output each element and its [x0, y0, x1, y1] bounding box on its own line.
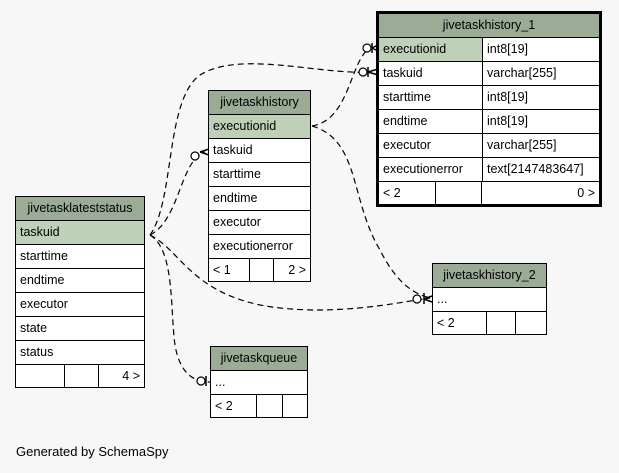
rel-latest-to-history2	[149, 234, 431, 311]
table-row: executor	[16, 293, 144, 317]
table-jivetaskqueue[interactable]: jivetaskqueue ... < 2	[210, 346, 308, 418]
table-jivetaskhistory[interactable]: jivetaskhistory executionid taskuid star…	[208, 90, 311, 282]
column-name: endtime	[20, 273, 65, 287]
parents-count	[16, 365, 65, 387]
children-count: 4 >	[122, 369, 140, 383]
table-footer: < 1 2 >	[209, 259, 310, 281]
crowfoot-circle	[412, 294, 422, 304]
table-row: taskuid varchar[255]	[379, 62, 599, 86]
children-count: 2 >	[288, 263, 306, 277]
crowfoot-mark	[199, 148, 210, 156]
table-footer: < 2	[433, 312, 546, 334]
column-type: int8[19]	[487, 114, 529, 128]
parents-count: < 2	[211, 395, 257, 417]
table-row: state	[16, 317, 144, 341]
table-row: starttime int8[19]	[379, 86, 599, 110]
table-row: endtime	[16, 269, 144, 293]
table-title[interactable]: jivetaskhistory	[209, 91, 310, 115]
generated-by-label: Generated by SchemaSpy	[16, 444, 169, 459]
table-row: endtime int8[19]	[379, 110, 599, 134]
column-name: executionid	[213, 119, 277, 133]
table-row: executor	[209, 211, 310, 235]
children-count	[516, 312, 546, 334]
parents-count: < 1	[209, 259, 250, 281]
column-type: int8[19]	[487, 90, 529, 104]
table-row: ...	[433, 288, 546, 312]
column-type: int8[19]	[483, 38, 599, 61]
children-count: 0 >	[577, 186, 595, 200]
footer-blank	[487, 312, 516, 334]
rel-latest-to-history	[149, 151, 206, 236]
table-row: executionerror text[2147483647]	[379, 158, 599, 182]
rel-history-to-history1	[311, 47, 371, 127]
table-jivetaskhistory-2[interactable]: jivetaskhistory_2 ... < 2	[432, 263, 547, 335]
table-row: executionid int8[19]	[379, 38, 599, 62]
column-name: executor	[213, 215, 261, 229]
crowfoot-circle	[196, 376, 206, 386]
column-name: state	[20, 321, 48, 335]
children-count	[283, 395, 307, 417]
table-footer: 4 >	[16, 365, 144, 387]
footer-blank	[436, 182, 482, 204]
footer-blank	[65, 365, 99, 387]
table-title[interactable]: jivetaskhistory_1	[379, 14, 599, 38]
table-jivetasklateststatus[interactable]: jivetasklateststatus taskuid starttime e…	[15, 196, 145, 388]
table-footer: < 2 0 >	[379, 182, 599, 204]
table-row: taskuid	[16, 221, 144, 245]
column-name: taskuid	[213, 143, 253, 157]
column-type: varchar[255]	[487, 66, 557, 80]
column-name: executionid	[379, 38, 483, 61]
table-title[interactable]: jivetaskhistory_2	[433, 264, 546, 288]
column-name: taskuid	[20, 225, 60, 239]
table-title[interactable]: jivetasklateststatus	[16, 197, 144, 221]
crowfoot-circle	[190, 151, 200, 161]
table-row: endtime	[209, 187, 310, 211]
parents-count: < 2	[379, 182, 436, 204]
column-name: executionerror	[379, 158, 483, 181]
rel-latest-to-queue	[149, 234, 211, 383]
table-row: executionerror	[209, 235, 310, 259]
column-name: executor	[379, 134, 483, 157]
table-row: executionid	[209, 115, 310, 139]
column-type: varchar[255]	[487, 138, 557, 152]
crowfoot-circle	[358, 67, 368, 77]
column-name: endtime	[379, 110, 483, 133]
column-name: starttime	[213, 167, 261, 181]
column-name: ...	[437, 292, 448, 306]
column-name: endtime	[213, 191, 258, 205]
footer-blank	[250, 259, 274, 281]
table-row: starttime	[16, 245, 144, 269]
table-row: ...	[211, 371, 307, 395]
column-name: status	[20, 345, 54, 359]
column-name: starttime	[20, 249, 68, 263]
table-row: taskuid	[209, 139, 310, 163]
column-name: starttime	[379, 86, 483, 109]
column-name: taskuid	[379, 62, 483, 85]
crowfoot-mark	[423, 293, 433, 304]
table-row: executor varchar[255]	[379, 134, 599, 158]
column-name: ...	[215, 375, 226, 389]
table-row: status	[16, 341, 144, 365]
column-name: executionerror	[213, 239, 293, 253]
table-row: starttime	[209, 163, 310, 187]
parents-count: < 2	[433, 312, 487, 334]
footer-blank	[257, 395, 283, 417]
rel-latest-to-history1	[149, 63, 371, 236]
table-jivetaskhistory-1[interactable]: jivetaskhistory_1 executionid int8[19] t…	[376, 11, 602, 207]
column-name: executor	[20, 297, 68, 311]
column-type: text[2147483647]	[487, 162, 584, 176]
crowfoot-circle	[362, 43, 372, 53]
table-title[interactable]: jivetaskqueue	[211, 347, 307, 371]
table-footer: < 2	[211, 395, 307, 417]
rel-history-to-history2	[311, 125, 431, 299]
